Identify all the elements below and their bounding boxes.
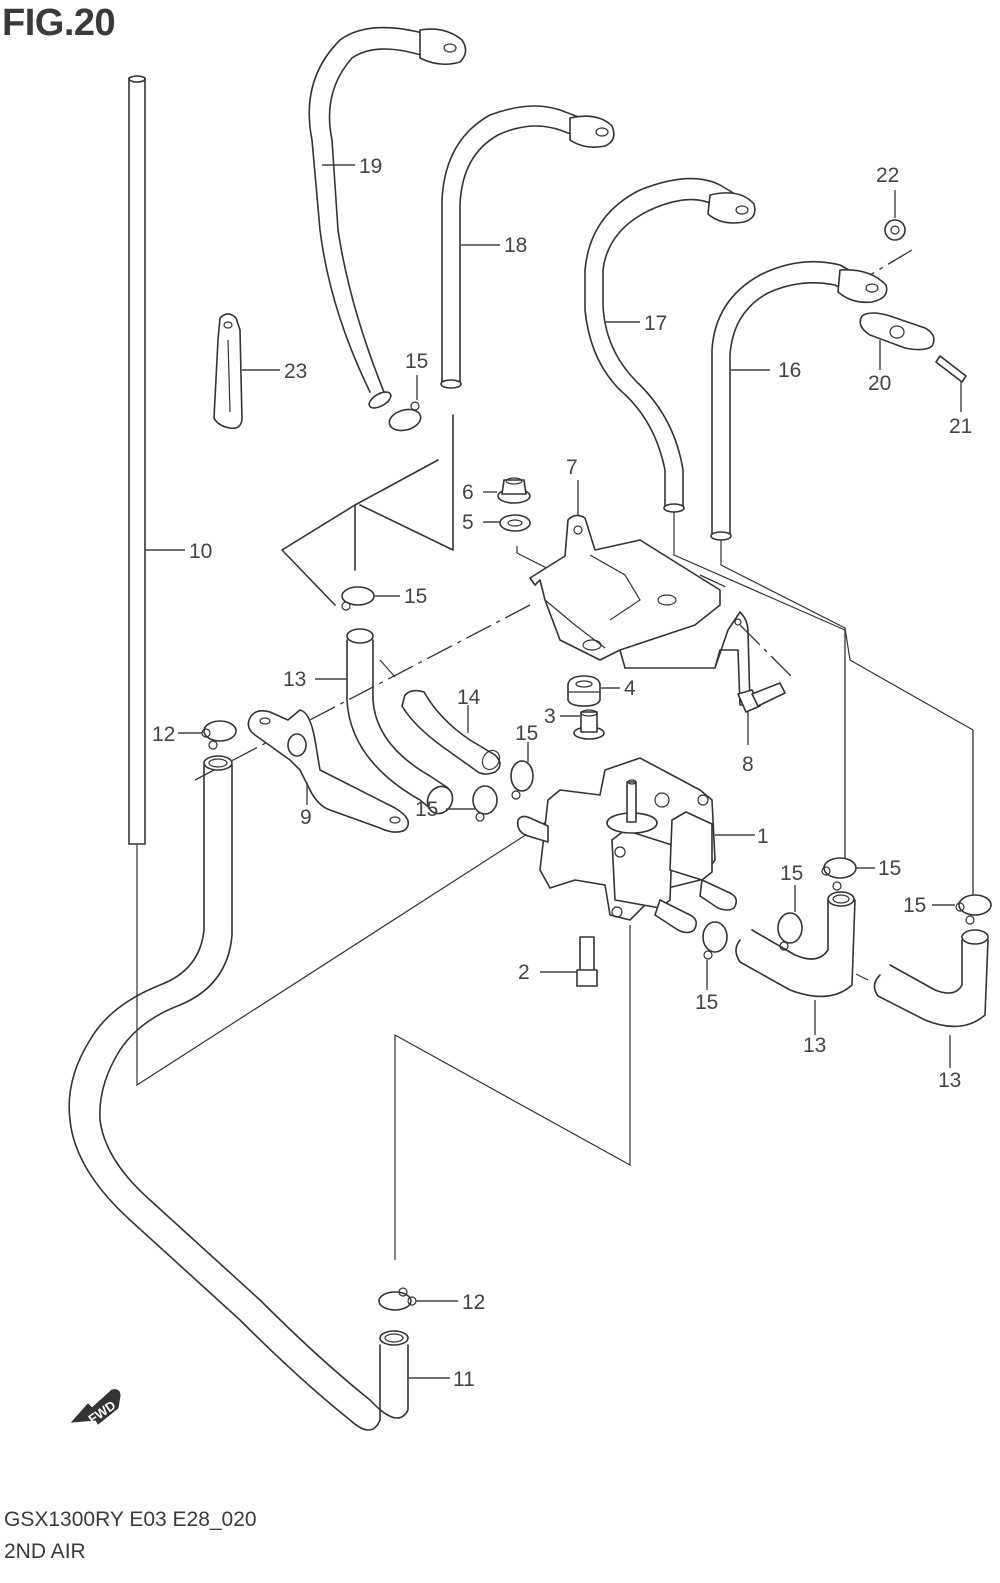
part-9-bracket: [247, 709, 410, 833]
callout-15-far-right: 15: [903, 894, 926, 917]
callout-19: 19: [359, 155, 382, 178]
callout-13-mid: 13: [803, 1034, 826, 1057]
part-13-hose-mid: [735, 891, 856, 1035]
part-15-clamp-a: [446, 785, 498, 822]
part-15-clamp-mid: [341, 586, 400, 611]
callout-20: 20: [868, 372, 891, 395]
callout-15-near-14: 15: [515, 722, 538, 745]
callout-15-near-9: 15: [415, 798, 438, 821]
part-15-clamp-top: [388, 375, 422, 432]
callout-9: 9: [300, 806, 312, 829]
part-12-clamp-left: [178, 720, 237, 750]
part-15-clamp-b: [510, 742, 534, 800]
part-3-collar: [560, 709, 605, 740]
part-12-clamp-bottom: [378, 1287, 458, 1311]
callout-5: 5: [462, 511, 474, 534]
callout-1: 1: [757, 825, 769, 848]
part-8-bolt: [737, 682, 786, 745]
part-1-valve: [516, 757, 755, 934]
part-2-bolt: [540, 936, 598, 987]
part-11-hose: [68, 755, 450, 1431]
part-13-hose-right: [855, 929, 989, 1068]
figure-title: FIG.20: [2, 2, 116, 44]
callout-15-right-a: 15: [780, 862, 803, 885]
part-6-nut: [483, 477, 531, 504]
part-17-pipe: [584, 177, 756, 513]
callout-7: 7: [566, 456, 578, 479]
callout-13-right: 13: [938, 1069, 961, 1092]
callout-12-left: 12: [152, 723, 175, 746]
callout-17: 17: [644, 312, 667, 335]
callout-16: 16: [778, 359, 801, 382]
part-18-pipe: [440, 105, 615, 389]
fwd-direction-marker: FWD: [70, 1389, 121, 1427]
callout-15-right-b: 15: [878, 857, 901, 880]
part-15-clamp-f: [932, 730, 992, 925]
callout-4: 4: [624, 677, 636, 700]
part-22-nut: [869, 190, 913, 276]
part-14-hose: [401, 689, 501, 775]
callout-22: 22: [876, 164, 899, 187]
part-20-gasket: [859, 312, 935, 370]
callout-13-upper: 13: [283, 668, 306, 691]
callout-14: 14: [457, 686, 481, 709]
part-15-clamp-e: [821, 630, 875, 891]
callout-21: 21: [949, 415, 972, 438]
callout-11: 11: [453, 1368, 475, 1391]
callout-12-bottom: 12: [462, 1291, 485, 1314]
callout-15-below-valve: 15: [695, 991, 718, 1014]
callout-10: 10: [189, 540, 212, 563]
callout-15-mid: 15: [404, 585, 427, 608]
part-7-bracket: [529, 480, 751, 706]
callout-18: 18: [504, 234, 527, 257]
callout-15-top: 15: [405, 350, 428, 373]
part-21-stud: [935, 355, 967, 412]
part-10-hose: [128, 75, 185, 845]
part-4-grommet: [567, 675, 620, 707]
callout-2: 2: [518, 961, 530, 984]
part-16-pipe: [710, 260, 888, 541]
callout-6: 6: [462, 481, 474, 504]
model-code: GSX1300RY E03 E28_020: [4, 1508, 257, 1531]
callout-8: 8: [742, 753, 754, 776]
callout-3: 3: [544, 705, 556, 728]
part-15-clamp-d: [777, 885, 803, 951]
part-19-pipe: [308, 26, 467, 409]
callout-23: 23: [284, 360, 307, 383]
part-23-clamp: [213, 313, 280, 430]
section-name: 2ND AIR: [4, 1540, 86, 1563]
part-13-hose-upper: [315, 628, 454, 815]
part-15-clamp-c: [702, 921, 728, 990]
callout-labels: 1 2 3 4 5 6 7 8 9 10 11 12 12 13 13 13 1…: [152, 155, 972, 1391]
